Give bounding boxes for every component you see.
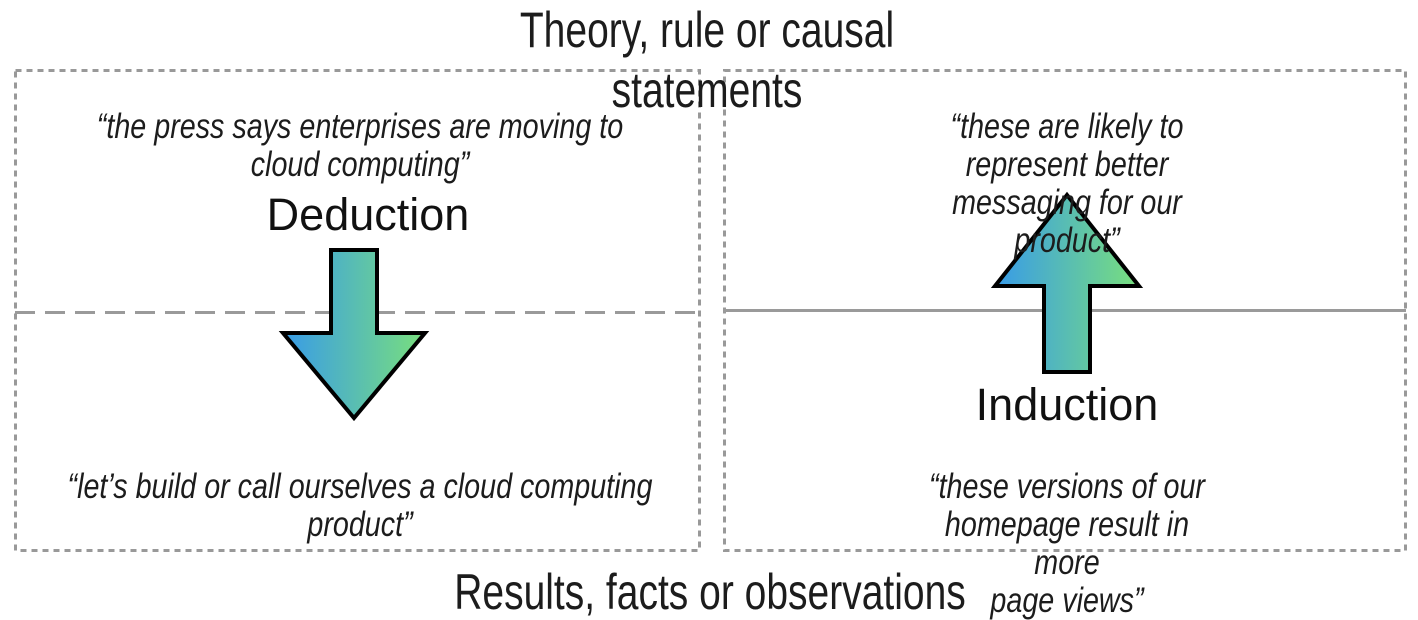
induction-result-quote: “these versions of our homepage result i… [929,467,1205,620]
induction-label: Induction [975,379,1159,430]
down-arrow-icon [278,248,430,422]
deduction-result-quote: “let’s build or call ourselves a cloud c… [67,467,653,544]
top-axis-label: Theory, rule or causal statements [519,2,895,118]
deduction-theory-quote: “the press says enterprises are moving t… [96,107,624,184]
deduction-label: Deduction [266,189,470,240]
bottom-axis-label: Results, facts or observations [454,564,966,620]
left-panel-border [14,69,701,552]
induction-theory-quote: “these are likely to represent better me… [950,107,1184,260]
up-arrow-icon [990,191,1144,374]
